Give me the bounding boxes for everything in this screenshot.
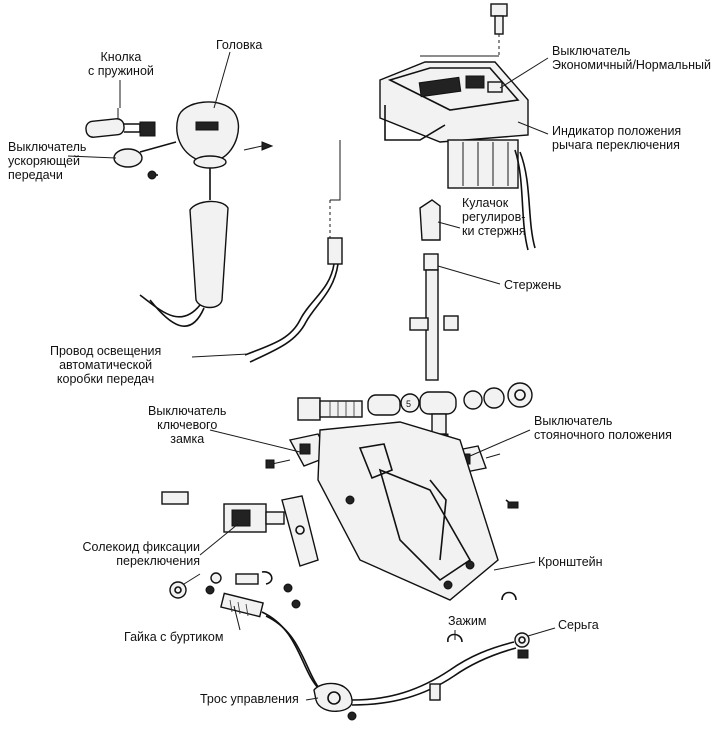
label-clamp: Зажим <box>448 614 487 628</box>
shift-lever-part <box>139 168 229 327</box>
leader-lines <box>67 51 556 701</box>
overdrive-switch-part <box>113 141 177 180</box>
label-shift-lock-solenoid: Солекоид фиксации переключения <box>82 540 200 568</box>
control-cable-part <box>220 592 517 721</box>
label-rod-cam: Кулачок регулиров- ки стержня <box>462 196 526 238</box>
label-eco-normal-switch: Выключатель Экономичный/Нормальный <box>552 44 711 72</box>
shift-knob-part <box>176 101 274 169</box>
label-button-spring: Кнолка с пружиной <box>88 50 154 78</box>
label-overdrive-switch: Выключатель ускоряющей передачи <box>8 140 87 182</box>
label-position-indicator: Индикатор положения рычага переключения <box>552 124 682 152</box>
svg-text:5: 5 <box>406 399 411 409</box>
label-shackle: Серьга <box>558 618 599 632</box>
label-knob: Головка <box>216 38 263 52</box>
light-wire-part <box>244 140 343 363</box>
bracket-part <box>317 421 519 601</box>
label-bracket: Кронштейн <box>538 555 603 569</box>
label-light-wire: Провод освещения автоматической коробки … <box>50 344 162 386</box>
label-control-cable: Трос управления <box>200 692 299 706</box>
button-spring-part <box>85 108 156 138</box>
small-fasteners <box>169 571 301 609</box>
label-park-switch: Выключатель стояночного положения <box>534 414 672 442</box>
indicator-housing <box>379 61 536 251</box>
label-key-lock-switch: Выключатель ключевого замка <box>148 404 227 446</box>
label-flange-nut: Гайка с буртиком <box>124 630 224 644</box>
label-rod: Стержень <box>504 278 562 292</box>
top-bolt <box>490 3 508 55</box>
shift-lock-solenoid-part <box>161 491 319 567</box>
clamp-shackle-part <box>447 591 530 659</box>
rod-part <box>409 199 459 381</box>
